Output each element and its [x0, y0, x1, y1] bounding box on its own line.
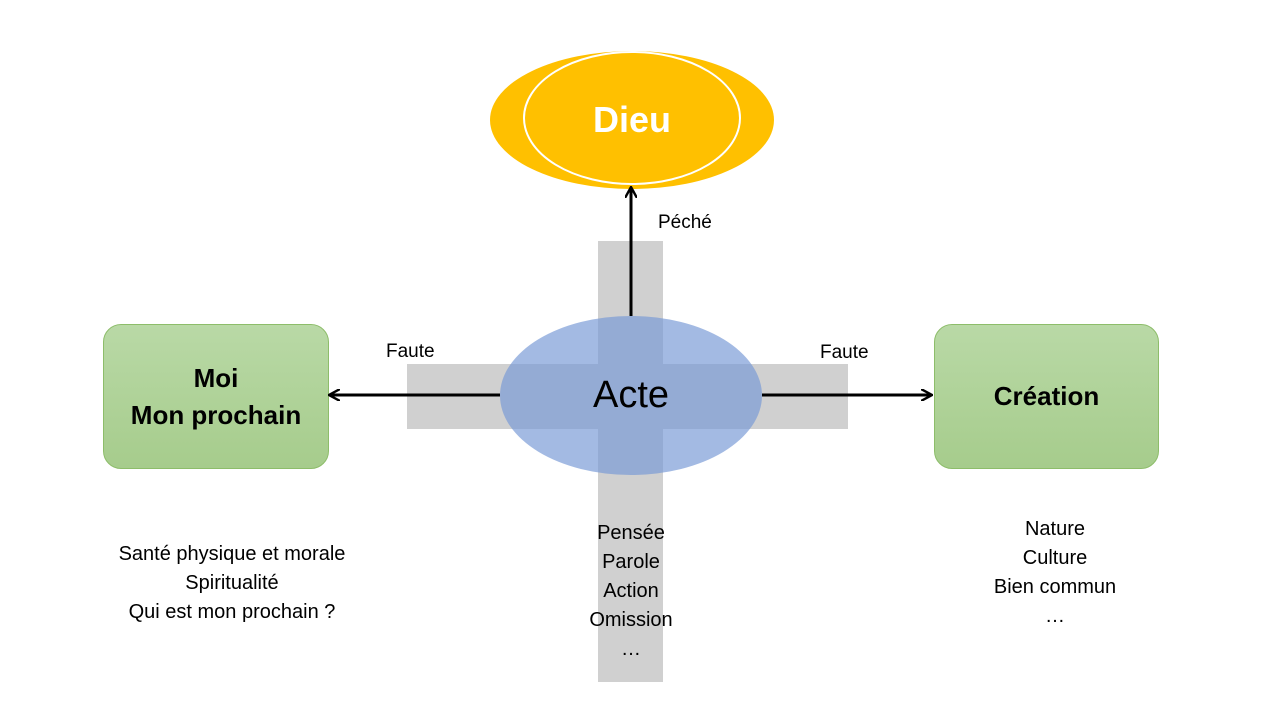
creation-details-list: Nature Culture Bien commun …: [965, 515, 1145, 631]
acte-node: Acte: [500, 316, 762, 475]
list-item: Culture: [1022, 547, 1088, 569]
dieu-label: Dieu: [489, 50, 775, 190]
mon-prochain-text: Mon prochain: [130, 399, 302, 430]
list-item: …: [621, 638, 641, 660]
list-item: Bien commun: [993, 576, 1117, 598]
dieu-text: Dieu: [592, 99, 671, 140]
list-item: Spiritualité: [185, 572, 279, 594]
acte-text: Acte: [592, 374, 670, 416]
list-item: …: [1045, 605, 1065, 627]
list-item: Nature: [1024, 518, 1086, 540]
moi-text: Moi: [193, 363, 239, 394]
creation-text: Création: [993, 381, 1100, 412]
dieu-shape: [489, 50, 775, 190]
acte-details-list: Pensée Parole Action Omission …: [561, 519, 701, 664]
moi-prochain-node: Moi Mon prochain: [103, 324, 329, 469]
creation-node: Création: [934, 324, 1159, 469]
edge-label-faute-left: Faute: [386, 341, 435, 362]
edge-label-faute-right: Faute: [820, 342, 869, 363]
edge-label-peche: Péché: [658, 212, 712, 233]
list-item: Qui est mon prochain ?: [128, 601, 336, 623]
list-item: Santé physique et morale: [118, 543, 346, 565]
list-item: Omission: [589, 609, 673, 631]
moi-details-list: Santé physique et morale Spiritualité Qu…: [92, 540, 372, 627]
dieu-shape-svg: [490, 51, 774, 189]
list-item: Action: [603, 580, 659, 602]
list-item: Parole: [602, 551, 660, 573]
list-item: Pensée: [597, 522, 665, 544]
dieu-inner-ellipse: [523, 51, 741, 185]
